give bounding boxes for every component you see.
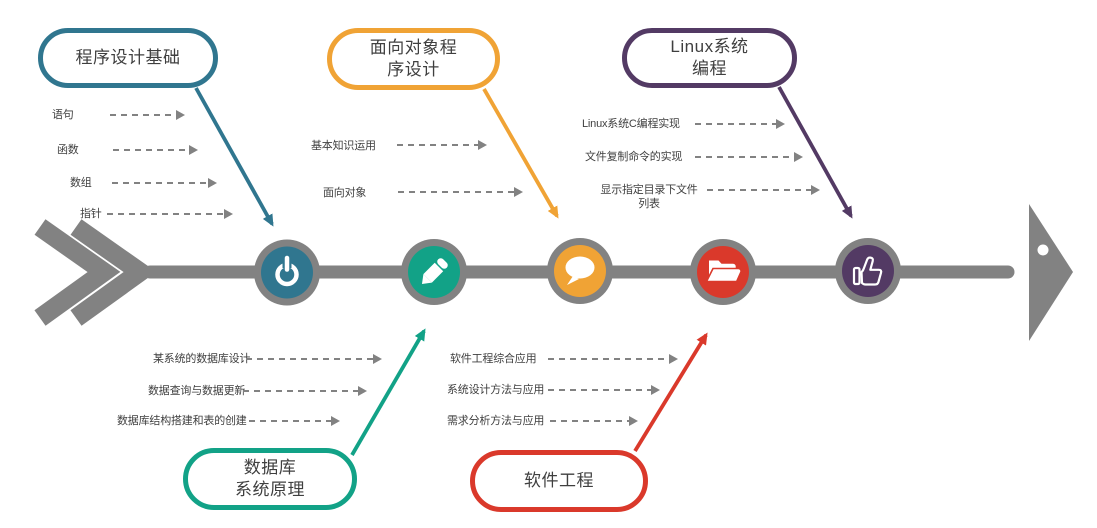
stage-pill-label: 编程 [692, 59, 727, 78]
dashed-arrow [550, 416, 638, 426]
item-label: 语句 [52, 109, 74, 121]
item-label: 基本知识运用 [311, 140, 376, 152]
stage-pill-label: 数据库 [243, 457, 297, 477]
stage-node-1 [254, 239, 320, 306]
speech-bubble-icon [565, 256, 595, 285]
stage-pill-label: Linux系统 [670, 36, 749, 56]
item-label: 文件复制命令的实现 [585, 151, 683, 163]
stage-node-2 [401, 239, 467, 305]
stage-pill-label: 面向对象程 [369, 37, 458, 57]
stage-pill-4: 软件工程 [470, 450, 648, 512]
dashed-arrow [695, 152, 803, 162]
item-label: 面向对象 [323, 187, 367, 199]
dashed-arrow [243, 386, 367, 396]
stage-node-5 [835, 238, 901, 304]
item-label: 系统设计方法与应用 [447, 384, 545, 396]
dashed-arrow [113, 145, 198, 155]
dashed-arrow [110, 110, 185, 120]
item-label: 数据库结构搭建和表的创建 [117, 415, 247, 427]
connector-arrow-stage5 [777, 86, 853, 219]
item-label: 软件工程综合应用 [450, 353, 537, 365]
item-label: 需求分析方法与应用 [447, 415, 545, 427]
stage-pill-label: 软件工程 [524, 470, 594, 490]
item-label: 函数 [57, 144, 79, 156]
dashed-arrow [548, 385, 660, 395]
folder-icon [705, 260, 742, 283]
flow-arrowhead-icon [1029, 204, 1073, 341]
dashed-arrow [107, 209, 233, 219]
dashed-arrow [246, 354, 382, 364]
dashed-arrow [707, 185, 820, 195]
pencil-icon [421, 258, 448, 285]
dashed-arrow [548, 354, 678, 364]
stage-pill-3: 面向对象程序设计 [327, 28, 500, 90]
stage-pill-2: 数据库系统原理 [183, 448, 357, 510]
stage-pill-1: 程序设计基础 [38, 28, 218, 88]
double-chevron-icon [34, 219, 157, 326]
connector-arrow-stage3 [482, 88, 559, 219]
stage-node-4 [690, 239, 756, 305]
connector-arrow-stage1 [194, 87, 274, 227]
stage-node-3 [547, 238, 613, 304]
dashed-arrow [249, 416, 340, 426]
power-icon [275, 255, 299, 287]
dashed-arrow [112, 178, 217, 188]
item-label: Linux系统C编程实现 [582, 118, 680, 130]
connector-arrow-stage2 [350, 328, 426, 456]
item-label: 数据查询与数据更新 [148, 385, 246, 397]
dashed-arrow [695, 119, 785, 129]
dashed-arrow [397, 140, 487, 150]
stage-pill-label: 程序设计基础 [75, 47, 181, 67]
item-label: 指针 [80, 208, 102, 220]
item-label: 数组 [70, 177, 92, 189]
stage-pill-label: 序设计 [387, 60, 440, 79]
item-label: 某系统的数据库设计 [153, 353, 251, 365]
stage-pill-5: Linux系统编程 [622, 28, 797, 88]
connector-arrow-stage4 [633, 332, 708, 452]
item-label: 显示指定目录下文件列表 [600, 184, 698, 210]
stage-pill-label: 系统原理 [235, 480, 305, 499]
thumbs-up-icon [852, 256, 883, 286]
dashed-arrow [398, 187, 523, 197]
